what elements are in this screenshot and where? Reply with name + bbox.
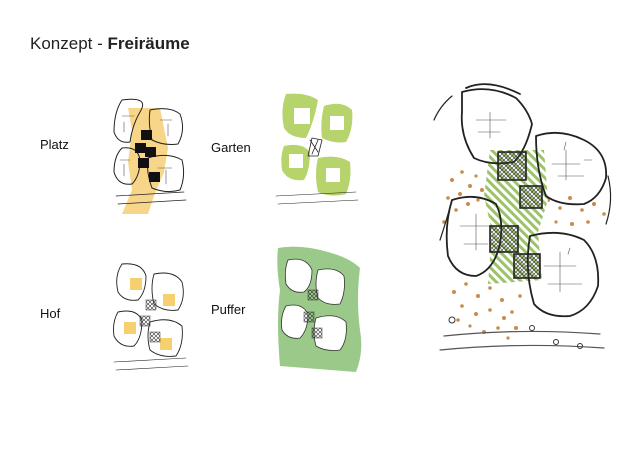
overview-building-1: [497, 151, 527, 181]
platz-block-5: [149, 172, 160, 182]
label-garten: Garten: [211, 140, 251, 155]
label-platz: Platz: [40, 137, 69, 152]
sketch-platz: [113, 98, 187, 214]
platz-block-4: [138, 158, 149, 168]
title-bold: Freiräume: [107, 34, 190, 53]
sketch-hof: [113, 263, 189, 371]
platz-block-2: [135, 143, 146, 153]
overview-building-4: [513, 253, 541, 279]
sketch-garten: [275, 93, 359, 205]
hof-yard-2: [163, 294, 175, 306]
label-hof: Hof: [40, 306, 61, 321]
hof-yard-1: [130, 278, 142, 290]
hof-yard-3: [124, 322, 136, 334]
sketch-overview: [433, 83, 612, 351]
platz-block-1: [141, 130, 152, 140]
label-puffer: Puffer: [211, 302, 246, 317]
page-title: Konzept - Freiräume: [30, 34, 190, 54]
overview-building-2: [519, 185, 543, 209]
overview-building-3: [489, 225, 519, 253]
platz-block-3: [145, 147, 156, 157]
title-prefix: Konzept -: [30, 34, 108, 53]
hof-yard-4: [160, 338, 172, 350]
sketch-puffer: [277, 246, 362, 372]
